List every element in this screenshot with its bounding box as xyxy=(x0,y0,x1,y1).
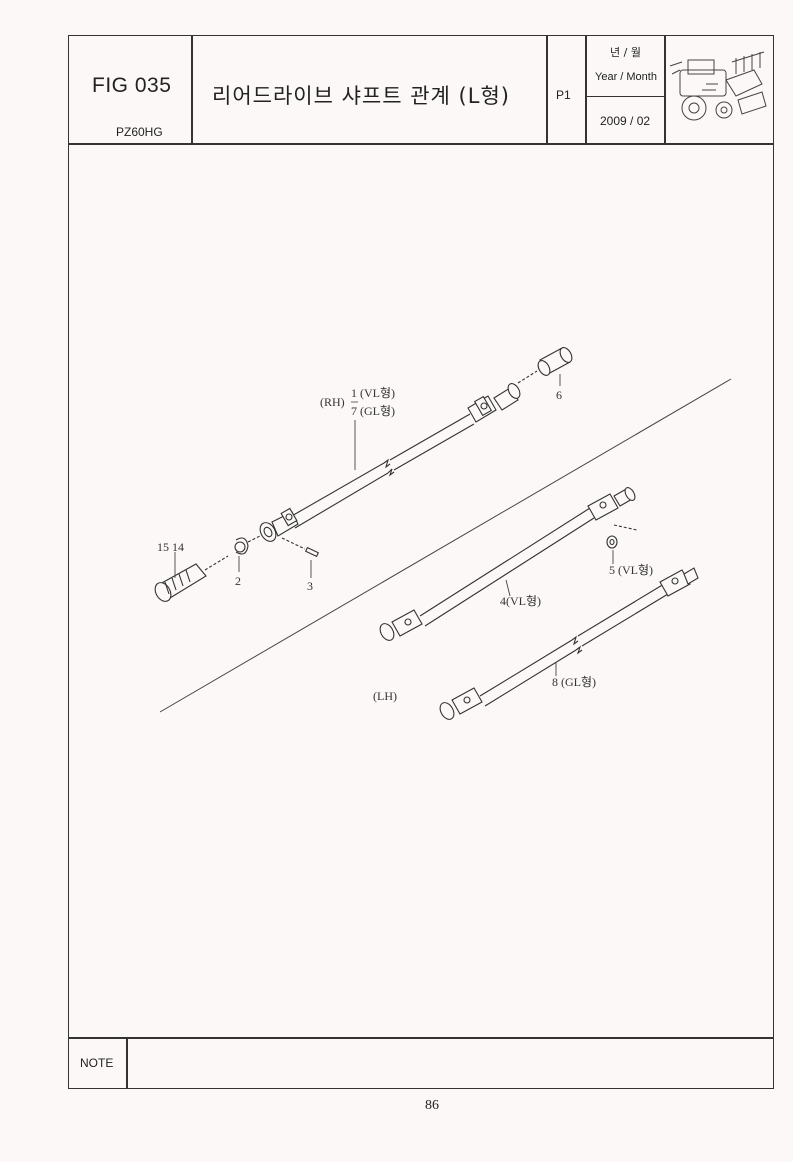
lh-drive-shaft-8 xyxy=(439,567,699,720)
year-month-label-en: Year / Month xyxy=(595,71,657,83)
header-col-divider-2 xyxy=(546,35,548,144)
rh-label: (RH) xyxy=(320,395,345,409)
part-1-label: 1 (VL형) xyxy=(351,386,395,400)
rice-transplanter-illustration-icon xyxy=(669,51,767,121)
part-6-collar xyxy=(517,347,573,384)
year-month-label-ko: 년 / 월 xyxy=(610,46,641,59)
date-row-divider xyxy=(585,96,665,98)
part-2-label: 2 xyxy=(235,574,241,588)
part-6-label: 6 xyxy=(556,388,562,402)
revision-date: 2009 / 02 xyxy=(600,114,651,128)
note-label: NOTE xyxy=(80,1056,114,1070)
part-5-washer xyxy=(606,524,638,549)
model-code: PZ60HG xyxy=(116,125,163,139)
header-col-divider-1 xyxy=(191,35,193,144)
page-number: 86 xyxy=(425,1098,439,1113)
header-divider xyxy=(68,143,774,145)
part-4-label: 4(VL형) xyxy=(500,594,541,608)
note-divider xyxy=(68,1037,774,1039)
page-code: P1 xyxy=(556,88,571,102)
part-7-label: 7 (GL형) xyxy=(351,404,395,418)
shaft-4-right-yoke xyxy=(587,487,636,521)
shaft-4-left-yoke xyxy=(379,609,423,641)
part-3-pin xyxy=(281,537,320,558)
shaft-8-right-yoke xyxy=(659,567,699,597)
part-3-label: 3 xyxy=(307,579,313,593)
part-15-14-spline-coupling xyxy=(154,555,229,602)
part-5-label: 5 (VL형) xyxy=(609,563,653,577)
shaft-8-left-yoke xyxy=(439,687,483,720)
part-8-label: 8 (GL형) xyxy=(552,675,596,689)
section-divider-line xyxy=(159,378,732,713)
leader-lines xyxy=(174,374,614,676)
lh-drive-shaft-4 xyxy=(379,487,636,641)
header-col-divider-4 xyxy=(664,35,666,144)
note-col-divider xyxy=(126,1037,128,1089)
rh-shaft-right-yoke xyxy=(467,383,521,423)
page-frame xyxy=(68,35,774,1089)
fig-number: FIG 035 xyxy=(92,74,172,97)
part-2-circlip xyxy=(234,534,263,555)
rh-shaft-left-yoke xyxy=(259,507,299,542)
page-title: 리어드라이브 샤프트 관계 (L형) xyxy=(212,84,510,108)
rh-drive-shaft xyxy=(259,383,521,542)
header-col-divider-3 xyxy=(585,35,587,144)
part-15-14-label: 15 14 xyxy=(157,540,184,554)
lh-label: (LH) xyxy=(373,689,397,703)
